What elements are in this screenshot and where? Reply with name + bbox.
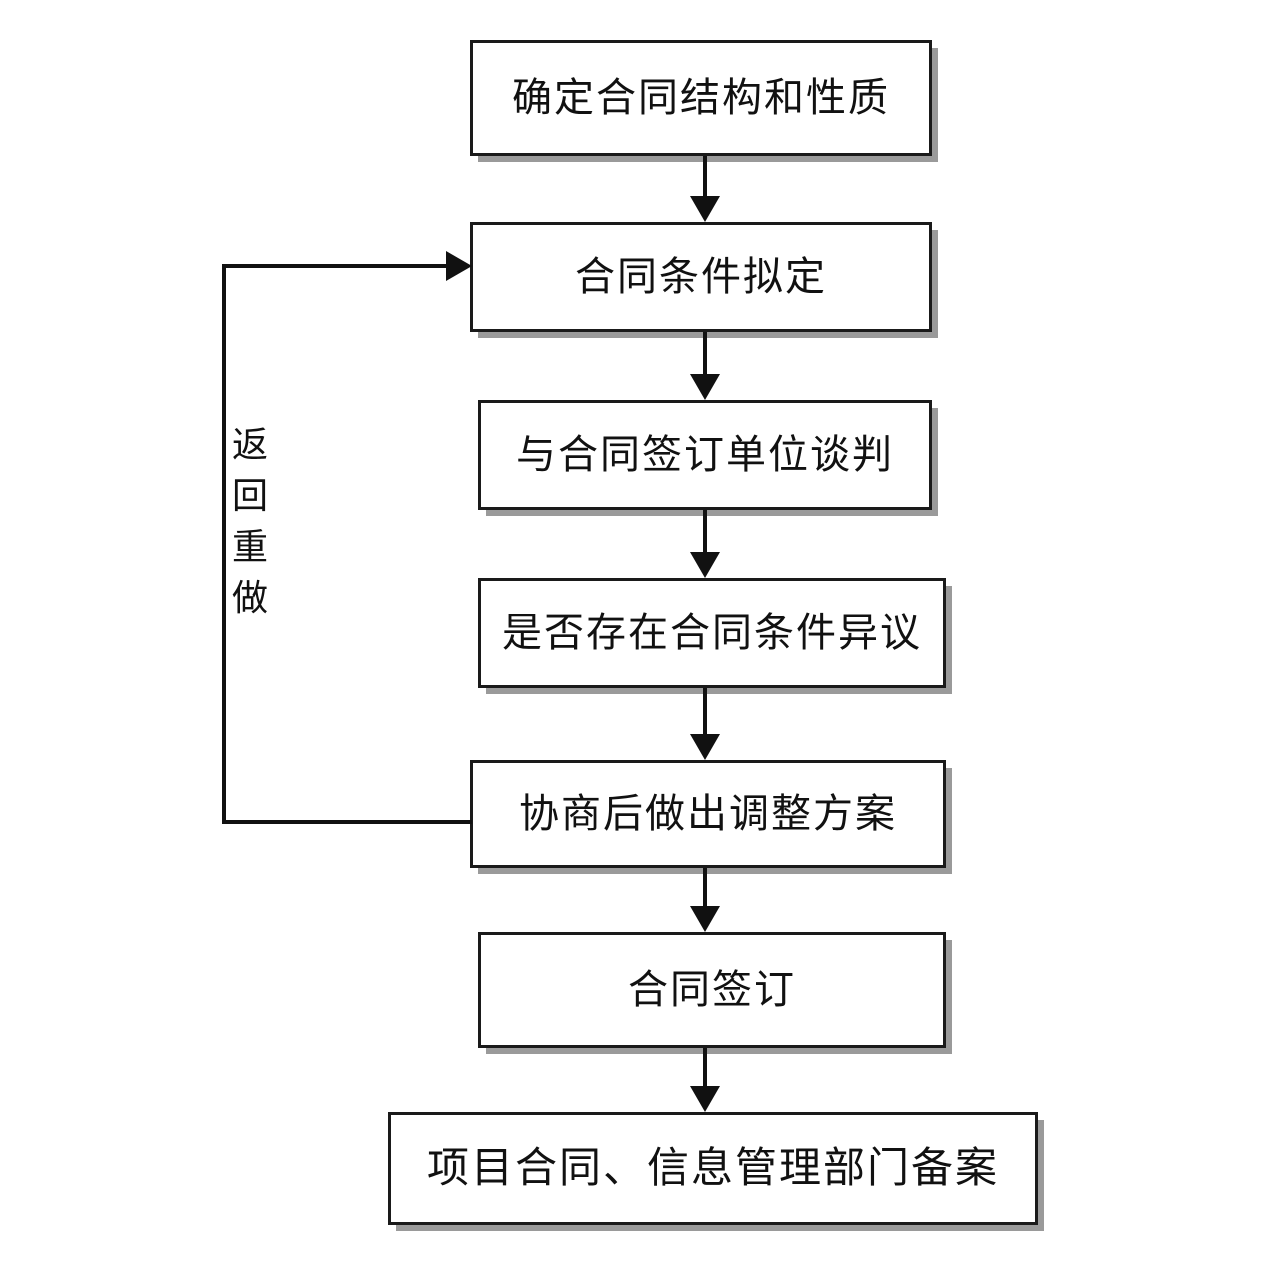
- connector-n3-n4-line: [703, 510, 707, 552]
- connector-n4-n5-line: [703, 688, 707, 734]
- flow-node-5-label: 协商后做出调整方案: [519, 791, 897, 836]
- feedback-loop-bottom-segment: [222, 820, 472, 824]
- connector-n1-n2-arrow: [690, 196, 720, 222]
- connector-n2-n3-arrow: [690, 374, 720, 400]
- connector-n1-n2-line: [703, 156, 707, 200]
- flow-node-1[interactable]: 确定合同结构和性质: [470, 40, 932, 156]
- flow-node-1-label: 确定合同结构和性质: [512, 75, 890, 120]
- connector-n4-n5-arrow: [690, 734, 720, 760]
- flow-node-2-label: 合同条件拟定: [575, 254, 827, 299]
- connector-n5-n6-line: [703, 868, 707, 906]
- flow-node-7[interactable]: 项目合同、信息管理部门备案: [388, 1112, 1038, 1225]
- flow-node-3-label: 与合同签订单位谈判: [516, 432, 894, 477]
- feedback-loop-vertical-segment: [222, 264, 226, 824]
- connector-n3-n4-arrow: [690, 552, 720, 578]
- connector-n6-n7-arrow: [690, 1086, 720, 1112]
- feedback-loop-arrow: [446, 251, 472, 281]
- flow-node-3[interactable]: 与合同签订单位谈判: [478, 400, 932, 510]
- feedback-loop-label: 返 回 重 做: [231, 425, 268, 619]
- connector-n2-n3-line: [703, 332, 707, 374]
- flow-node-5[interactable]: 协商后做出调整方案: [470, 760, 946, 868]
- feedback-loop-top-segment: [222, 264, 450, 268]
- flow-node-4-label: 是否存在合同条件异议: [502, 610, 922, 655]
- flow-node-6[interactable]: 合同签订: [478, 932, 946, 1048]
- flow-node-6-label: 合同签订: [628, 967, 796, 1012]
- connector-n5-n6-arrow: [690, 906, 720, 932]
- flow-node-4[interactable]: 是否存在合同条件异议: [478, 578, 946, 688]
- connector-n6-n7-line: [703, 1048, 707, 1086]
- flow-node-2[interactable]: 合同条件拟定: [470, 222, 932, 332]
- flow-node-7-label: 项目合同、信息管理部门备案: [426, 1145, 999, 1192]
